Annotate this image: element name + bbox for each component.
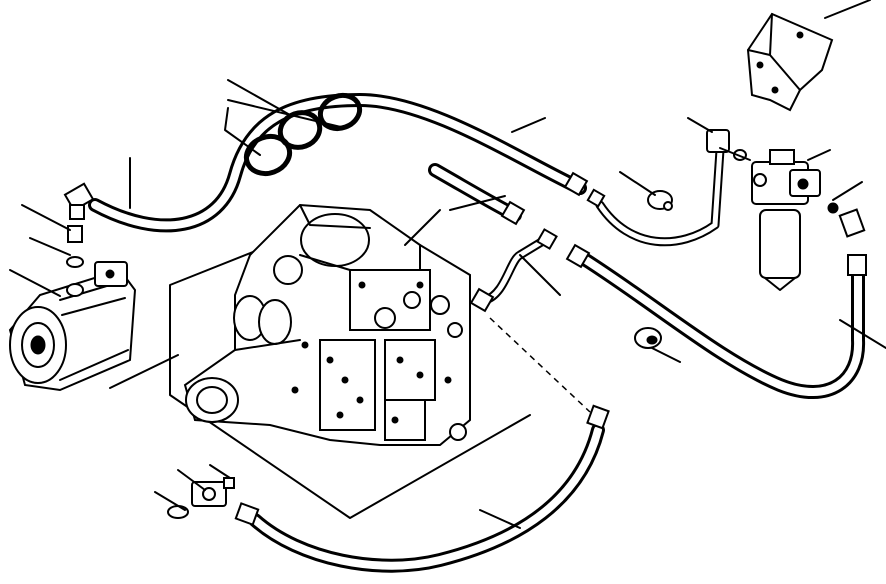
callout-leader-lines: [9, 0, 886, 529]
center-short-hose: [428, 163, 522, 222]
elbow-fitting-left: [63, 182, 95, 220]
dashed-guide-line: [489, 317, 591, 413]
bottom-hose: [248, 423, 605, 573]
valve-body-icon: [183, 203, 471, 446]
swivel-fitting-left: [66, 225, 84, 268]
bracket-icon: [746, 12, 834, 112]
hose-ends-bottom: [234, 404, 610, 526]
transmission-platform-outline: [169, 249, 531, 519]
steel-tube-to-filter: [595, 145, 725, 247]
small-clamp-icon: [634, 327, 662, 349]
hose-ends-right: [838, 208, 867, 276]
clamp-icon: [243, 92, 363, 177]
filter-icon: [751, 149, 821, 291]
pump-icon: [8, 261, 137, 392]
filter-fitting-icon: [706, 129, 839, 214]
tee-fitting-icon: [167, 477, 235, 519]
right-long-hose: [571, 248, 866, 400]
valve-bolts: [291, 281, 452, 424]
hose-ends-upper: [469, 171, 606, 313]
steel-tube-center: [480, 233, 553, 305]
